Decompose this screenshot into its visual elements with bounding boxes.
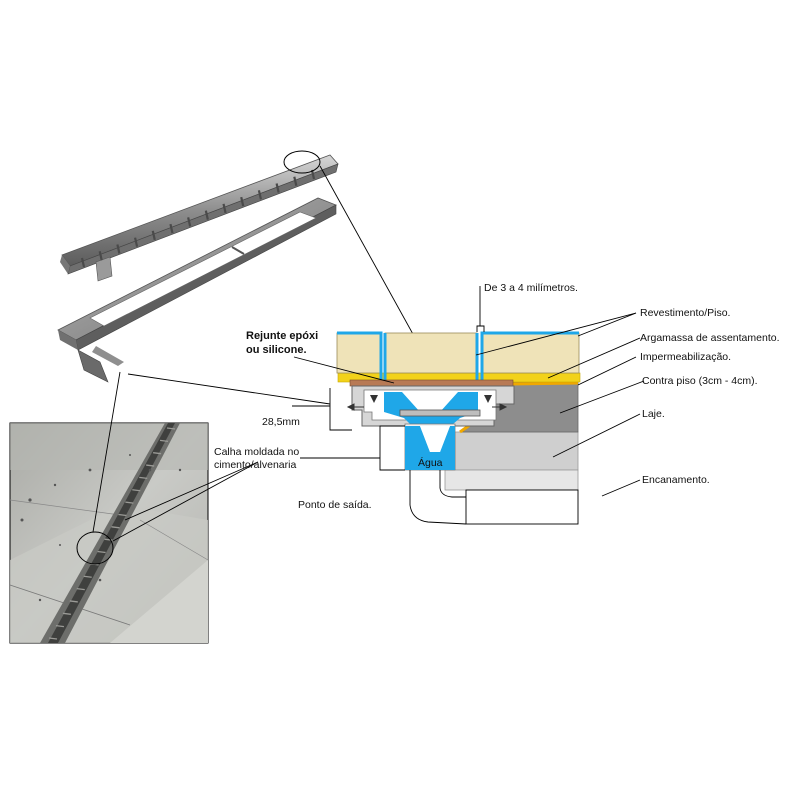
grate-slot [293, 176, 298, 187]
label-impermeabilizacao: Impermeabilização. [640, 351, 731, 363]
grate-slot [151, 230, 156, 241]
photo-grate-slot [132, 489, 141, 492]
grate-slot [275, 183, 280, 193]
pipe-box [465, 489, 579, 525]
grate-slot [169, 223, 174, 234]
photo-grate-slot [118, 513, 127, 517]
photo-grate-slot [83, 575, 92, 578]
grout-layer [349, 379, 514, 387]
photo-grate-slot [153, 452, 162, 455]
photo-debris [20, 454, 182, 602]
photo-grate-slot [159, 439, 169, 442]
label-laje: Laje. [642, 408, 665, 420]
photo-grate-slot [166, 427, 176, 430]
grate-slot [240, 196, 245, 207]
grate-slot [116, 244, 121, 254]
label-revestimento: Revestimento/Piso. [640, 307, 730, 319]
label-contrapiso: Contra piso (3cm - 4cm). [642, 375, 758, 387]
grate-slot [204, 210, 209, 220]
label-calha-1: Calha moldada no [214, 446, 299, 458]
grate-slot [222, 203, 227, 214]
label-rejunte-1: Rejunte epóxi [246, 330, 318, 342]
product-illustration [57, 150, 339, 383]
label-agua: Água [418, 456, 443, 469]
tile-left [336, 332, 382, 374]
side-arrows [346, 403, 508, 411]
zoom-circle-grate [283, 150, 321, 174]
label-width: 28,5mm [262, 416, 300, 428]
photo-grate-slot [139, 476, 148, 480]
photo-grate-slot [76, 587, 85, 591]
photo-grate-slot [111, 526, 120, 529]
water-lower [405, 426, 455, 470]
photo-grate-slot [69, 600, 78, 603]
grate-slot [80, 257, 86, 268]
label-argamassa: Argamassa de assentamento. [640, 332, 780, 344]
grate-slot [257, 190, 262, 200]
tile-middle [384, 332, 478, 374]
grate-section [399, 409, 481, 417]
section-leaders [293, 312, 645, 497]
photo-grate-slot [125, 501, 134, 504]
label-gap: De 3 a 4 milímetros. [484, 282, 578, 294]
water-upper [384, 392, 478, 444]
grate-slot [187, 217, 192, 227]
channel-body [57, 197, 337, 383]
label-ponto-saida: Ponto de saída. [298, 499, 372, 511]
drip-arrows [370, 395, 492, 403]
cross-section [292, 286, 581, 525]
tile-right [481, 332, 580, 374]
label-rejunte-2: ou silicone. [246, 344, 307, 356]
grate-slot [134, 237, 139, 247]
label-encanamento: Encanamento. [642, 474, 710, 486]
slab-layer [454, 431, 579, 471]
photo-grate-slot [97, 550, 106, 554]
photo-grate-slot [146, 464, 155, 467]
grate-cover [60, 154, 339, 282]
gap-bracket [476, 325, 485, 332]
photo-grate-slot [55, 625, 65, 628]
photo-grate-slot [48, 637, 58, 640]
zoom-circle-photo [76, 531, 114, 565]
photo-grate-slot [62, 612, 71, 615]
grate-slot [98, 250, 103, 261]
installation-photo [9, 422, 209, 644]
label-calha-2: cimento/alvenaria [214, 459, 296, 471]
